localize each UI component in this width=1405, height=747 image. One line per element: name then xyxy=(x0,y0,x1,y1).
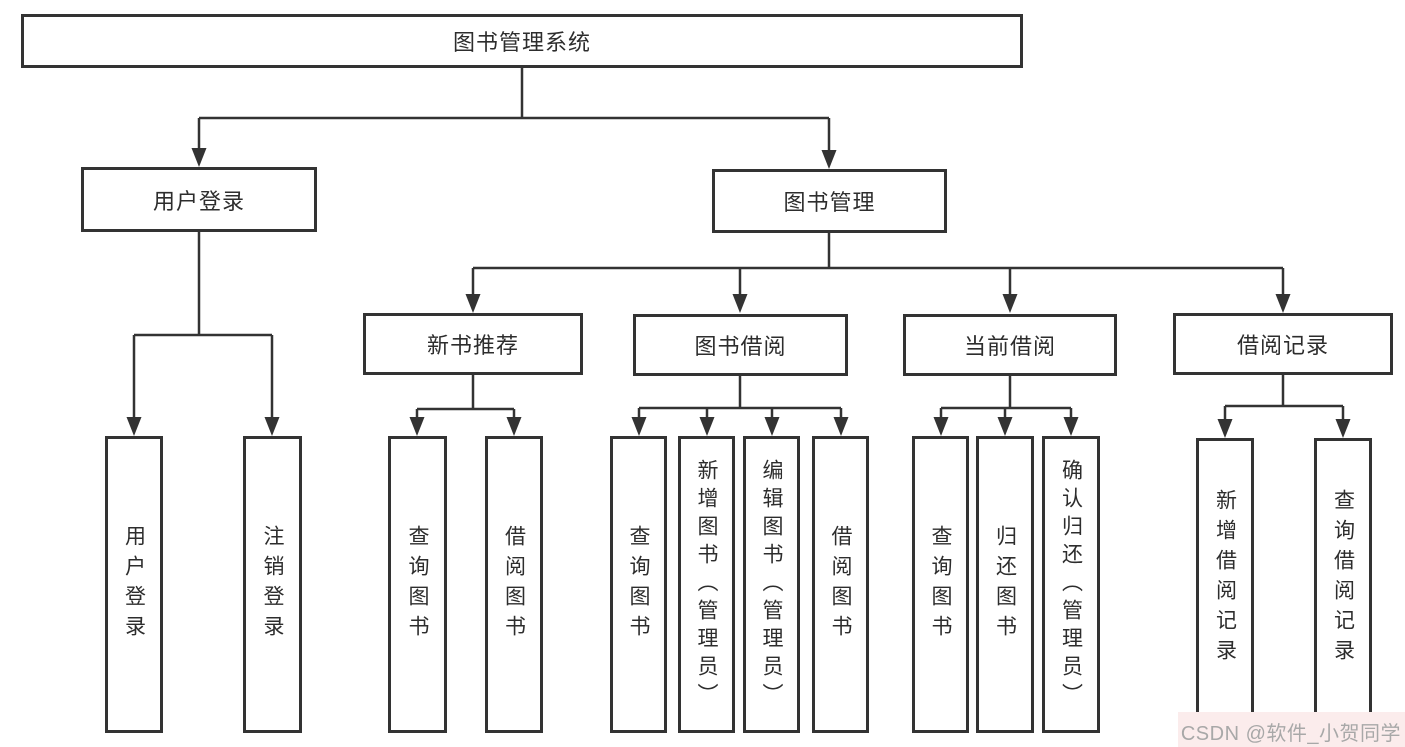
leaf-query-borrow-record: 查询借阅记录 xyxy=(1314,438,1372,720)
node-book-borrow-label: 图书借阅 xyxy=(694,334,787,359)
leaf-query-books-2-label: 查询图书 xyxy=(627,524,650,645)
leaf-edit-books-admin-label: 编辑图书（管理员） xyxy=(760,458,783,711)
leaf-confirm-return-admin: 确认归还（管理员） xyxy=(1042,436,1100,733)
node-current-borrow: 当前借阅 xyxy=(903,314,1117,376)
leaf-logout-label: 注销登录 xyxy=(261,524,284,645)
leaf-borrow-books-1-label: 借阅图书 xyxy=(502,524,526,645)
connector-book-management-children xyxy=(465,233,1291,313)
connector-root-to-level2 xyxy=(191,68,837,169)
connector-new-book-children xyxy=(409,375,522,436)
node-borrow-record: 借阅记录 xyxy=(1173,313,1393,375)
leaf-add-books-admin-label: 新增图书（管理员） xyxy=(695,458,718,711)
node-user-login: 用户登录 xyxy=(81,167,317,232)
leaf-add-borrow-record-label: 新增借阅记录 xyxy=(1213,489,1237,669)
leaf-query-borrow-record-label: 查询借阅记录 xyxy=(1331,489,1355,669)
connector-user-login-children xyxy=(126,232,280,436)
leaf-edit-books-admin: 编辑图书（管理员） xyxy=(743,436,800,733)
leaf-logout: 注销登录 xyxy=(243,436,302,733)
leaf-borrow-books-2: 借阅图书 xyxy=(812,436,869,733)
leaf-borrow-books-2-label: 借阅图书 xyxy=(829,524,852,645)
watermark-background xyxy=(1178,712,1405,747)
node-current-borrow-label: 当前借阅 xyxy=(963,334,1056,359)
node-book-borrow: 图书借阅 xyxy=(633,314,848,376)
node-book-management: 图书管理 xyxy=(712,169,947,233)
node-new-book-recommend-label: 新书推荐 xyxy=(426,333,519,358)
leaf-query-books-1-label: 查询图书 xyxy=(406,524,429,645)
watermark-text: CSDN @软件_小贺同学 xyxy=(1180,723,1401,745)
leaf-confirm-return-admin-label: 确认归还（管理员） xyxy=(1059,458,1083,711)
leaf-query-books-3: 查询图书 xyxy=(912,436,969,733)
node-root: 图书管理系统 xyxy=(21,14,1023,68)
leaf-add-books-admin: 新增图书（管理员） xyxy=(678,436,735,733)
leaf-borrow-books-1: 借阅图书 xyxy=(485,436,543,733)
node-borrow-record-label: 借阅记录 xyxy=(1236,333,1329,358)
connector-current-borrow-children xyxy=(933,376,1079,436)
node-new-book-recommend: 新书推荐 xyxy=(363,313,583,375)
leaf-return-books-label: 归还图书 xyxy=(993,524,1017,645)
leaf-query-books-2: 查询图书 xyxy=(610,436,667,733)
leaf-user-login: 用户登录 xyxy=(105,436,163,733)
node-root-label: 图书管理系统 xyxy=(452,30,591,55)
leaf-query-books-3-label: 查询图书 xyxy=(929,524,952,645)
leaf-query-books-1: 查询图书 xyxy=(388,436,447,733)
node-book-management-label: 图书管理 xyxy=(783,190,876,215)
connector-book-borrow-children xyxy=(631,376,849,436)
leaf-add-borrow-record: 新增借阅记录 xyxy=(1196,438,1254,720)
node-user-login-label: 用户登录 xyxy=(152,188,245,214)
connector-borrow-record-children xyxy=(1217,375,1351,438)
leaf-user-login-label: 用户登录 xyxy=(122,524,146,645)
leaf-return-books: 归还图书 xyxy=(976,436,1034,733)
